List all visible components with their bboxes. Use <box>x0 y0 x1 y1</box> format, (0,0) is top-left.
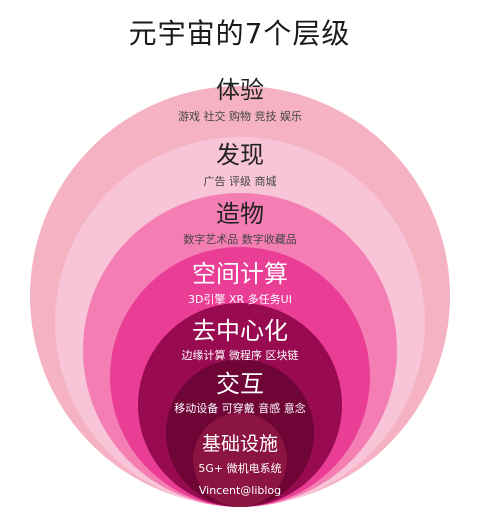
diagram-title: 元宇宙的7个层级 <box>128 17 351 50</box>
layer-name-spatial-computing: 空间计算 <box>192 260 288 288</box>
layer-name-infrastructure: 基础设施 <box>202 433 278 455</box>
layer-subtitle-infrastructure: 5G+ 微机电系统 <box>198 461 281 475</box>
credit-watermark: Vincent@liblog <box>199 484 281 497</box>
layer-circle-infrastructure <box>193 413 287 507</box>
layer-subtitle-human-interface: 移动设备 可穿戴 音感 意念 <box>174 401 306 415</box>
layer-name-discovery: 发现 <box>216 141 264 169</box>
layer-name-decentralization: 去中心化 <box>192 317 288 345</box>
layer-subtitle-spatial-computing: 3D引擎 XR 多任务UI <box>188 292 292 306</box>
layer-subtitle-decentralization: 边缘计算 微程序 区块链 <box>182 348 299 362</box>
layer-name-human-interface: 交互 <box>216 370 264 398</box>
layer-name-experience: 体验 <box>216 76 264 104</box>
layer-subtitle-experience: 游戏 社交 购物 竞技 娱乐 <box>178 109 302 123</box>
layer-subtitle-discovery: 广告 评级 商城 <box>204 174 277 188</box>
layer-subtitle-creator-economy: 数字艺术品 数字收藏品 <box>183 232 297 246</box>
layer-name-creator-economy: 造物 <box>216 200 264 228</box>
